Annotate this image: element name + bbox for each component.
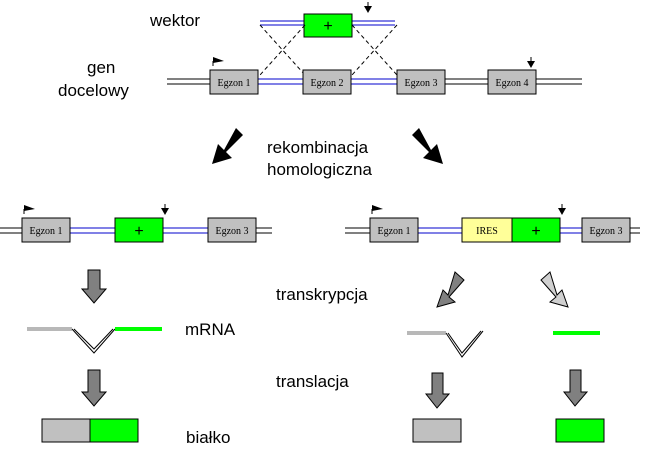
left-marker-plus: + [134,223,143,240]
transcription-label: transkrypcja [276,285,368,304]
right-allele: Egzon 1 IRES + Egzon 3 [345,204,640,243]
left-exon-1-box [21,217,71,243]
left-exon-3-label: Egzon 3 [215,226,248,237]
crossover-lines [259,24,398,76]
recombination-arrow-left-icon [212,128,243,164]
start-flag-icon [212,57,224,66]
recombination-label-2: homologiczna [267,160,372,179]
ires-label: IRES [476,226,498,237]
left-exon-1-label: Egzon 1 [29,226,62,237]
right-mrna-grey [407,330,484,358]
exon-4-box [487,69,537,95]
right-translation-arrow-icon [424,372,451,409]
left-protein [41,418,139,443]
left-start-flag-icon [23,205,35,214]
recombination-label-1: rekombinacja [267,138,369,157]
protein-label: białko [186,428,230,447]
exon-3-label: Egzon 3 [404,78,437,89]
right-marker-plus: + [531,223,540,240]
target-gene-label-1: gen [87,58,115,77]
vector-marker-plus: + [323,18,332,35]
right-marker-box [511,217,561,243]
left-mrna [27,327,162,354]
left-translation-arrow-icon [80,369,108,407]
ires-box [461,217,513,243]
exon-1-label: Egzon 1 [217,78,250,89]
left-transcription-arrow-icon [80,269,108,304]
exon-2-box [302,69,352,95]
mrna-label: mRNA [185,320,236,339]
vector-stop-arrow-icon [364,2,372,13]
right-exon-1-box [369,217,419,243]
target-gene: Egzon 1 Egzon 2 Egzon 3 Egzon 4 [167,57,582,95]
translation-label: translacja [276,372,349,391]
left-allele: Egzon 1 + Egzon 3 [0,204,272,243]
vector-construct: + [260,2,395,38]
exon-3-box [396,69,446,95]
exon-2-label: Egzon 2 [310,78,343,89]
right-start-flag-icon [371,205,383,214]
left-stop-arrow-icon [161,204,169,215]
right-transcription-arrow-icon [436,271,465,308]
exon-4-label: Egzon 4 [495,78,528,89]
right-transcription-arrow-light-icon [540,271,569,308]
right-exon-1-label: Egzon 1 [377,226,410,237]
left-exon-3-box [207,217,257,243]
right-protein-grey [412,418,462,443]
right-translation-arrow-2-icon [562,369,589,407]
stop-arrow-icon [527,57,535,68]
target-gene-label-2: docelowy [58,81,129,100]
vector-label: wektor [149,11,200,30]
right-exon-3-box [581,217,631,243]
left-marker-box [114,217,164,243]
recombination-arrow-right-icon [412,128,443,164]
right-exon-3-label: Egzon 3 [589,226,622,237]
right-protein-green [555,418,605,443]
right-stop-arrow-icon [558,204,566,215]
exon-1-box [209,69,259,95]
